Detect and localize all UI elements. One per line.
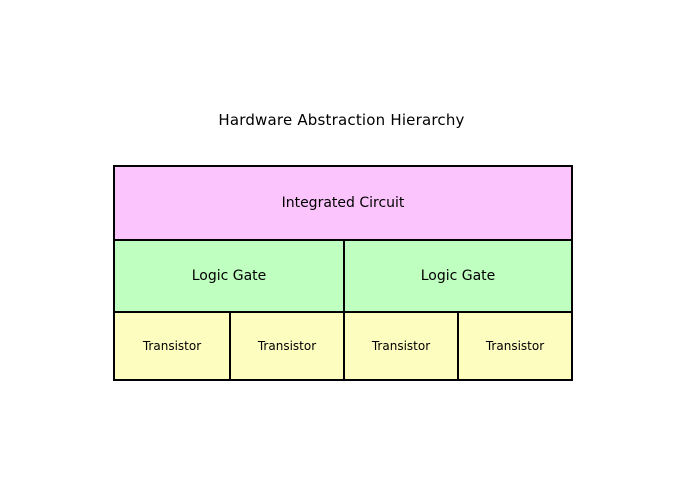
- cell-label: Transistor: [485, 339, 545, 353]
- cell-label: Transistor: [257, 339, 317, 353]
- hardware-abstraction-hierarchy-diagram: Integrated Circuit Logic Gate Logic Gate…: [113, 165, 573, 381]
- cell-label: Transistor: [371, 339, 431, 353]
- cell-logic-gate-2[interactable]: Logic Gate: [343, 241, 571, 311]
- page-title: Hardware Abstraction Hierarchy: [218, 111, 465, 129]
- cell-label: Integrated Circuit: [281, 195, 405, 211]
- tier-integrated-circuit: Integrated Circuit: [115, 167, 571, 239]
- tier-logic-gate: Logic Gate Logic Gate: [115, 239, 571, 311]
- cell-label: Logic Gate: [420, 268, 496, 284]
- cell-transistor-3[interactable]: Transistor: [343, 313, 457, 379]
- cell-label: Logic Gate: [191, 268, 267, 284]
- cell-logic-gate-1[interactable]: Logic Gate: [115, 241, 343, 311]
- cell-label: Transistor: [142, 339, 202, 353]
- cell-transistor-4[interactable]: Transistor: [457, 313, 571, 379]
- cell-transistor-2[interactable]: Transistor: [229, 313, 343, 379]
- cell-transistor-1[interactable]: Transistor: [115, 313, 229, 379]
- tier-transistor: Transistor Transistor Transistor Transis…: [115, 311, 571, 379]
- cell-integrated-circuit[interactable]: Integrated Circuit: [115, 167, 571, 239]
